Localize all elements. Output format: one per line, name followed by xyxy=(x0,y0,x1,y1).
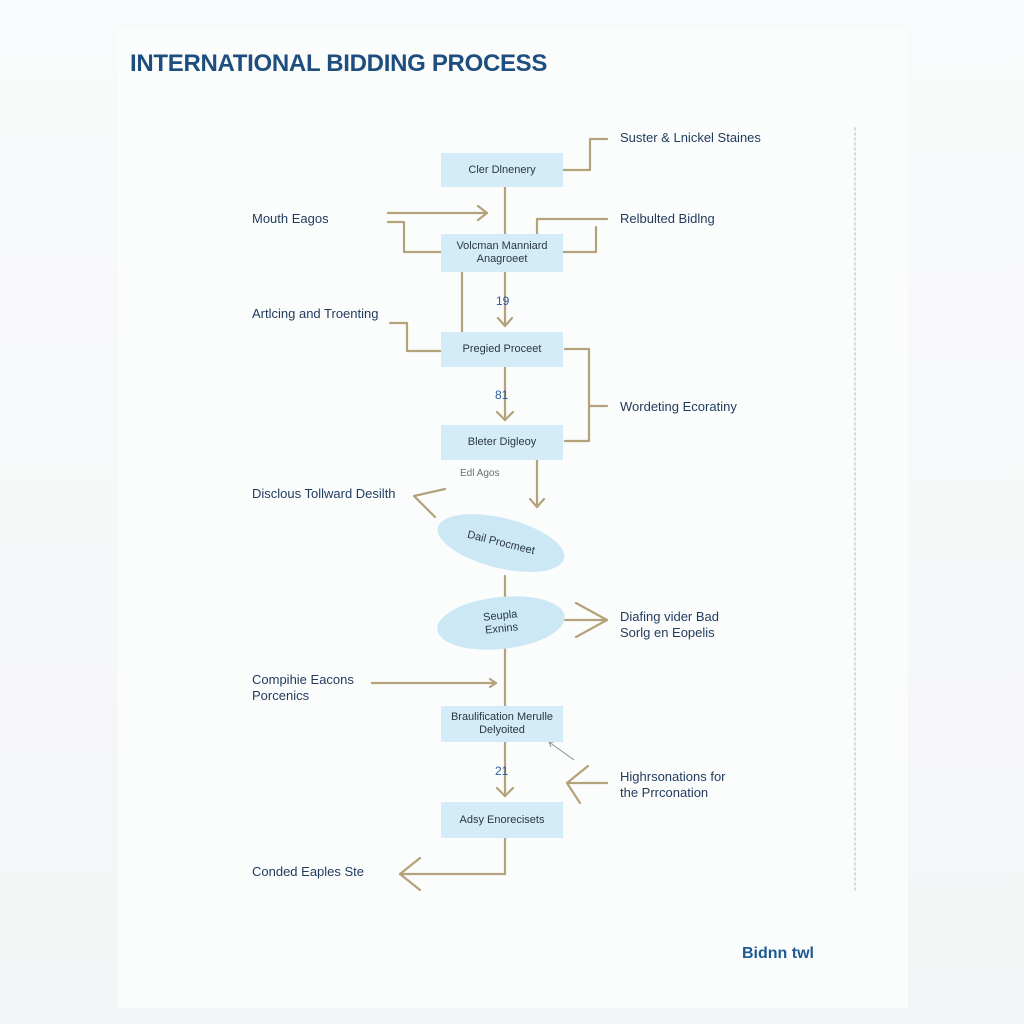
right-label-1: Suster & Lnickel Staines xyxy=(620,130,761,145)
right-label-2: Relbulted Bidlng xyxy=(620,211,715,226)
process-box-4: Bleter Digleoy xyxy=(441,425,563,460)
process-box-1: Cler Dlnenery xyxy=(441,153,563,187)
right-label-5: Highrsonations for the Prrconation xyxy=(620,769,726,800)
connector-relbulted-box xyxy=(561,225,598,254)
process-box-3: Pregied Proceet xyxy=(441,332,563,367)
connector-wordeting-bracket xyxy=(563,347,591,443)
diagram-panel xyxy=(118,28,908,1008)
arrow-81 xyxy=(495,410,515,422)
arrowhead-diafing xyxy=(574,601,609,639)
arrowhead-mouth xyxy=(476,204,489,222)
arrow-down-ellipse xyxy=(528,497,546,509)
step-number-1: 19 xyxy=(496,294,510,308)
connector-artlcing xyxy=(388,321,443,353)
process-box-5: Braulification Merulle Delyoited xyxy=(441,706,563,742)
brand-logo: Bidnn twl xyxy=(742,945,814,962)
ellipse-1-label: Dail Procmeet xyxy=(466,528,537,557)
left-label-2: Artlcing and Troenting xyxy=(252,306,379,321)
connector-suster xyxy=(561,137,609,172)
note-arrowhead xyxy=(548,741,554,748)
arrowhead-final xyxy=(398,856,422,892)
right-label-4: Diafing vider Bad Sorlg en Eopelis xyxy=(620,609,719,640)
arrowhead-compihie xyxy=(488,677,498,689)
ellipse-2-label: Seupla Exnins xyxy=(482,608,519,637)
step-number-3: 21 xyxy=(495,764,509,778)
left-label-5: Conded Eaples Ste xyxy=(252,864,365,879)
right-label-3: Wordeting Ecoratiny xyxy=(620,399,737,414)
side-note: Edl Agos xyxy=(460,468,500,479)
process-box-6: Adsy Enorecisets xyxy=(441,802,563,838)
arrow-19 xyxy=(496,316,514,328)
connector-final xyxy=(398,836,507,876)
connector-relbulted xyxy=(535,217,609,240)
step-number-2: 81 xyxy=(495,388,509,402)
connector-mouth-box xyxy=(386,220,443,254)
left-label-4: Compihie Eacons Porcenics xyxy=(252,672,354,703)
process-box-2: Volcman Manniard Anagroeet xyxy=(441,234,563,272)
left-label-3: Disclous Tollward Desilth xyxy=(252,486,396,501)
arrowhead-highr xyxy=(565,764,590,805)
diagram-title: INTERNATIONAL BIDDING PROCESS xyxy=(130,50,548,77)
left-label-1: Mouth Eagos xyxy=(252,211,329,226)
arrowhead-disclous xyxy=(412,487,447,519)
note-arrow xyxy=(548,741,575,761)
arrow-21 xyxy=(495,786,515,798)
